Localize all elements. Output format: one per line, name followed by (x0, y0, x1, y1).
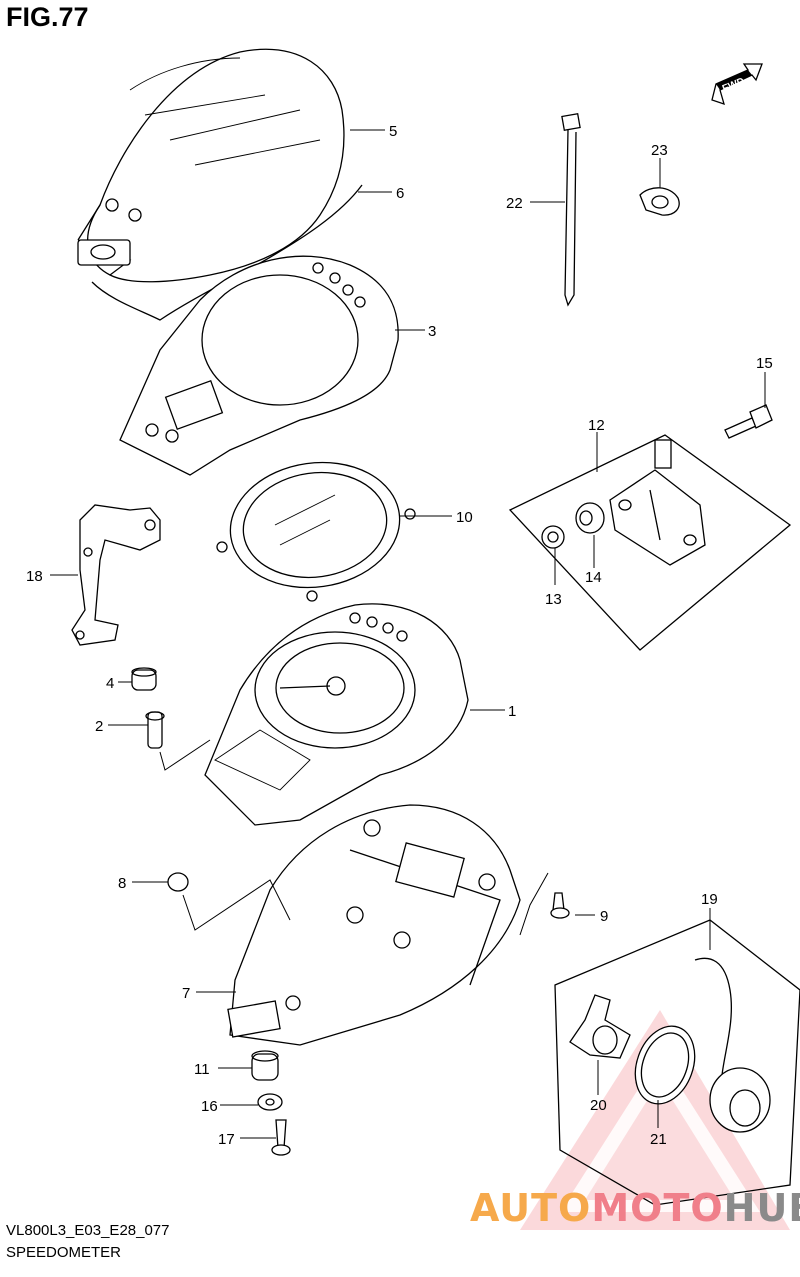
part-17-screw (271, 1119, 291, 1156)
callout-20: 20 (590, 1097, 607, 1114)
callout-16: 16 (201, 1098, 218, 1115)
part-9-screw (550, 892, 570, 919)
fwd-arrow-icon: FWD (711, 63, 763, 106)
part-14-grommet (575, 502, 605, 534)
part-4-grommet (131, 667, 157, 691)
watermark-triangle (520, 1010, 790, 1230)
callout-4: 4 (106, 675, 114, 692)
callout-17: 17 (218, 1131, 235, 1148)
callout-12: 12 (588, 417, 605, 434)
callout-11: 11 (194, 1061, 210, 1078)
figure-title: FIG.77 (6, 2, 89, 32)
callout-21: 21 (650, 1131, 667, 1148)
part-11-grommet (251, 1050, 279, 1081)
part-15-bolt (724, 404, 773, 439)
callout-10: 10 (456, 509, 473, 526)
part-16-washer (257, 1093, 283, 1111)
fwd-label: FWD (721, 76, 746, 95)
part-5-meter-cover (77, 48, 345, 283)
part-8-cap (167, 872, 189, 892)
watermark-part-2: MOTO (591, 1186, 724, 1230)
callout-13: 13 (545, 591, 562, 608)
callout-19: 19 (701, 891, 718, 908)
callout-18: 18 (26, 568, 43, 585)
callout-7: 7 (182, 985, 190, 1002)
callout-2: 2 (95, 718, 103, 735)
part-21-ring (634, 1025, 696, 1105)
callout-23: 23 (651, 142, 668, 159)
watermark-part-3: HUB (723, 1186, 800, 1230)
callout-3: 3 (428, 323, 436, 340)
part-12-sensor-kit-box (508, 434, 792, 651)
watermark-part-1: AUTO (470, 1186, 592, 1230)
figure-caption: SPEEDOMETER (6, 1244, 122, 1261)
assembly-lines (159, 739, 549, 936)
figure-code: VL800L3_E03_E28_077 (6, 1222, 170, 1239)
callout-1: 1 (508, 703, 516, 720)
part-7-lower-case (227, 804, 521, 1046)
callout-8: 8 (118, 875, 126, 892)
callout-numbers: 5 6 3 10 1 18 4 2 8 9 7 11 16 17 22 23 1… (26, 123, 773, 1148)
part-18-bracket (71, 504, 161, 646)
part-10-lens-ring (216, 461, 416, 602)
callout-14: 14 (585, 569, 602, 586)
callout-22: 22 (506, 195, 523, 212)
watermark-logo: AUTOMOTOHUB (470, 1186, 800, 1230)
part-3-inner-case (119, 255, 399, 476)
part-20-retainer (569, 994, 631, 1059)
callout-9: 9 (600, 908, 608, 925)
callout-6: 6 (396, 185, 404, 202)
part-23-clamp (639, 187, 680, 216)
callout-leaders (50, 129, 766, 1139)
part-2-collar (145, 711, 165, 749)
part-1-meter-assembly (204, 603, 469, 826)
part-22-cable-tie (561, 112, 581, 307)
callout-5: 5 (389, 123, 397, 140)
callout-15: 15 (756, 355, 773, 372)
part-13-collar (541, 525, 565, 549)
